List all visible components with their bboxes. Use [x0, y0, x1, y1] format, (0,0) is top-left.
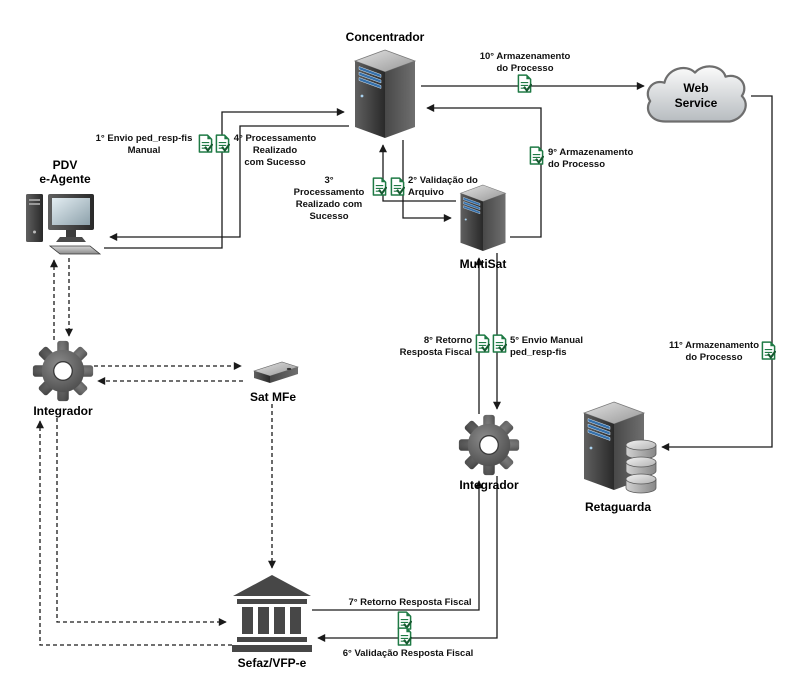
step3-label: 3° Processamento Realizado com Sucesso — [293, 175, 365, 222]
step6-document-icon — [397, 627, 412, 646]
step5-label: 5° Envio Manual ped_resp-fis — [510, 335, 583, 358]
flow-line-step7 — [312, 480, 483, 611]
retaguarda-label: Retaguarda — [584, 500, 652, 514]
concentrador-server-icon — [349, 48, 421, 140]
step2-document-icon — [390, 177, 405, 196]
step5-document-icon — [492, 334, 507, 353]
sefaz-label: Sefaz/VFP-e — [237, 656, 307, 670]
pdv-label: PDV e-Agente — [39, 158, 91, 187]
step4-label: 4° Processamento Realizado com Sucesso — [233, 133, 317, 168]
concentrador-label: Concentrador — [345, 30, 425, 44]
step9-label: 9° Armazenamento do Processo — [548, 147, 634, 170]
step1-document-icon — [198, 134, 213, 153]
retaguarda-database-server-icon — [578, 400, 658, 496]
integrador-left-gear-icon — [32, 340, 94, 402]
integrador-right-label: Integrador — [459, 478, 519, 492]
step10-label: 10° Armazenamento do Processo — [479, 51, 571, 74]
step1-label: 1° Envio ped_resp-fis Manual — [95, 133, 193, 156]
flow-line-step3 — [379, 144, 456, 202]
flow-line-step2 — [402, 140, 452, 222]
step2-label: 2° Validação do Arquivo — [408, 175, 478, 198]
step11-label: 11° Armazenamento do Processo — [668, 340, 760, 363]
flow-line-step4 — [109, 125, 349, 241]
step8-document-icon — [475, 334, 490, 353]
step8-label: 8° Retorno Resposta Fiscal — [399, 335, 472, 358]
integrador-right-gear-icon — [458, 414, 520, 476]
step9-document-icon — [529, 146, 544, 165]
pdv-desktop-pc-icon — [24, 192, 104, 256]
step7-label: 7° Retorno Resposta Fiscal — [348, 597, 472, 608]
step3-document-icon — [372, 177, 387, 196]
integrador-left-label: Integrador — [33, 404, 93, 418]
multisat-label: MultiSat — [459, 257, 507, 271]
step11-document-icon — [761, 341, 776, 360]
step4-document-icon — [215, 134, 230, 153]
step6-label: 6° Validação Resposta Fiscal — [342, 648, 474, 659]
sat-mfe-label: Sat MFe — [249, 390, 296, 404]
web-service-label: Web Service — [674, 81, 718, 110]
flow-line-step6 — [317, 476, 498, 642]
flow-line-step11 — [661, 95, 773, 451]
flow-line-step1 — [104, 108, 345, 249]
dashed-line-sefaz-to-integrador — [36, 420, 232, 646]
sefaz-bank-icon — [232, 575, 312, 653]
dashed-line-integrador-to-sefaz — [56, 418, 227, 626]
sat-mfe-device-icon — [246, 358, 300, 386]
flow-line-step9 — [426, 104, 542, 238]
step10-document-icon — [517, 74, 532, 93]
